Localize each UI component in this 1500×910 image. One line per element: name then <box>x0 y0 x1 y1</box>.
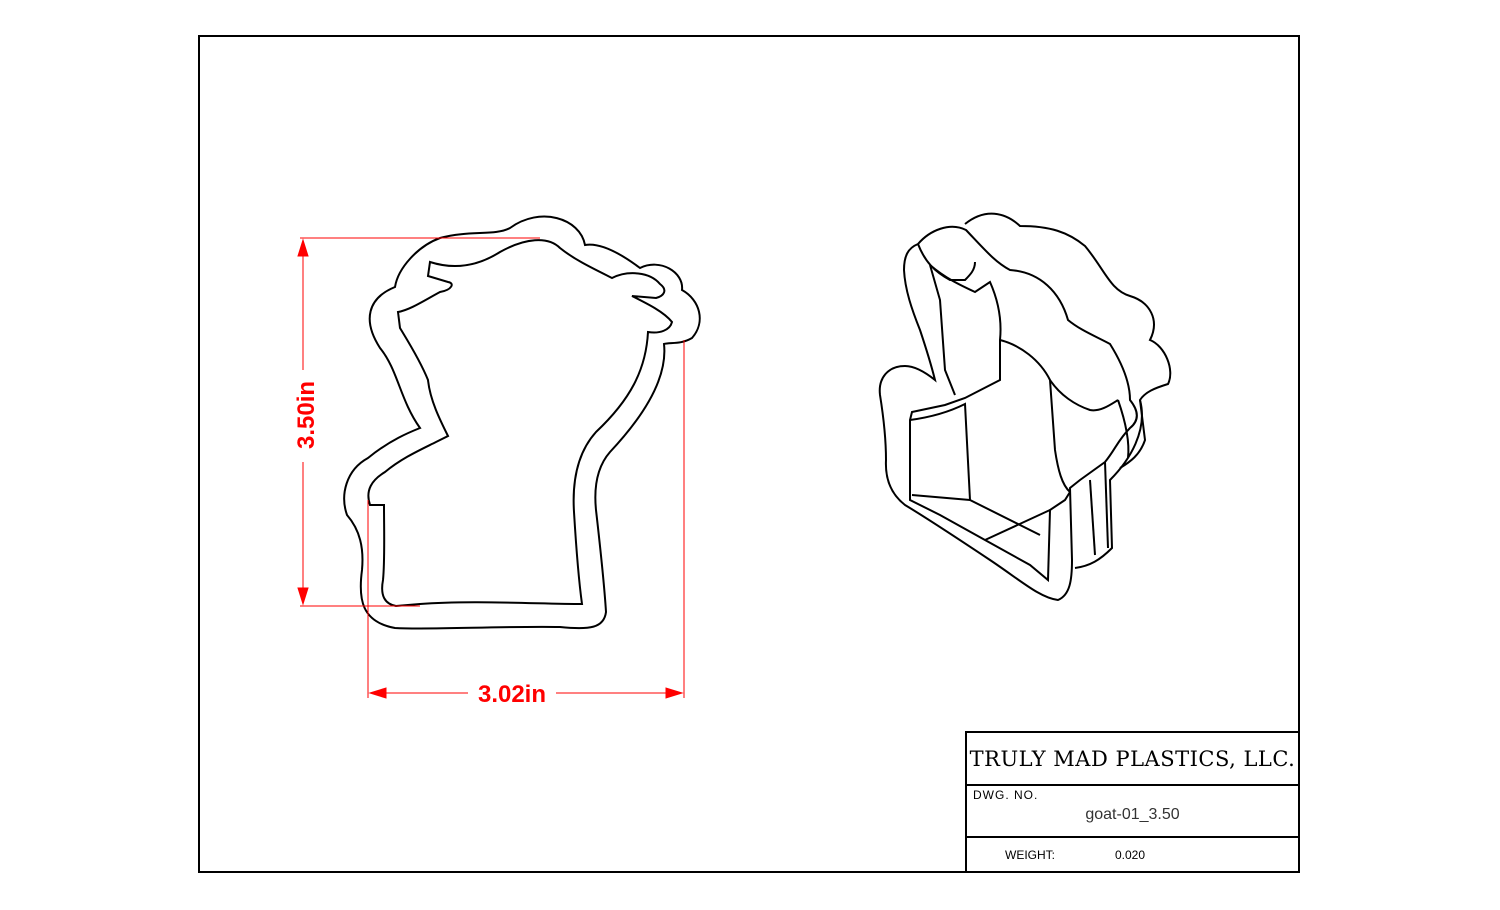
cutter-isometric-view <box>878 212 1172 602</box>
width-dimension-label: 3.02in <box>478 681 546 708</box>
company-name: TRULY MAD PLASTICS, LLC. <box>967 733 1298 786</box>
cutter-outer-outline <box>343 215 701 630</box>
weight-value: 0.020 <box>1115 848 1146 862</box>
drawing-number-label: DWG. NO. <box>973 788 1039 802</box>
height-dimension-label: 3.50in <box>293 381 320 449</box>
height-dimension <box>297 237 540 607</box>
title-block: TRULY MAD PLASTICS, LLC. DWG. NO. goat-0… <box>965 731 1300 873</box>
drawing-number-cell: DWG. NO. goat-01_3.50 <box>967 786 1298 838</box>
width-dimension <box>367 340 685 699</box>
drawing-number-value: goat-01_3.50 <box>1085 806 1180 823</box>
drawing-sheet-border <box>198 35 1300 873</box>
weight-label: WEIGHT: <box>1005 848 1055 862</box>
cutter-inner-outline <box>367 239 674 608</box>
